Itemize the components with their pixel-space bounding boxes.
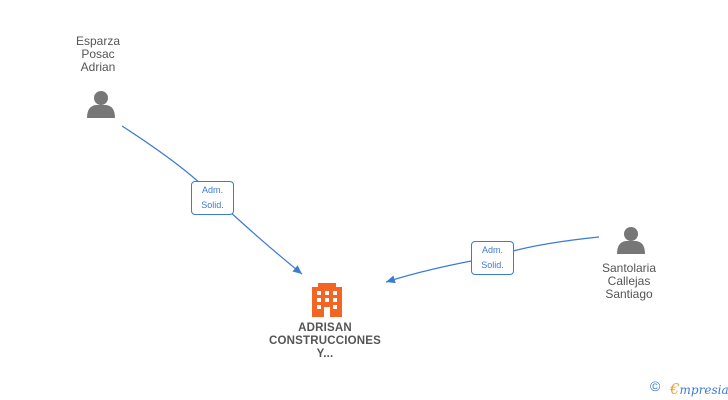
brand-logo: €mpresia	[670, 380, 728, 398]
copyright-icon: ©	[650, 378, 661, 394]
person-name-line: Adrian	[80, 60, 116, 74]
person-name-line: Callejas	[607, 274, 651, 288]
person-icon[interactable]	[617, 227, 645, 254]
brand-logo-text: mpresia	[679, 383, 728, 397]
company-name-line: CONSTRUCCIONES	[268, 335, 382, 347]
relation-line: Adm.	[481, 245, 503, 255]
company-name-line: ADRISAN	[298, 322, 352, 334]
relation-badge-santolaria[interactable]: Adm. Solid.	[471, 241, 514, 275]
person-name-line: Santiago	[605, 287, 653, 301]
relation-line: Solid.	[481, 260, 504, 270]
relation-badge-esparza[interactable]: Adm. Solid.	[191, 181, 234, 215]
company-name-line: Y...	[316, 348, 334, 360]
company-name[interactable]: ADRISAN CONSTRUCCIONES Y...	[250, 322, 400, 361]
person-name-line: Esparza	[75, 34, 121, 48]
person-name-santolaria[interactable]: Santolaria Callejas Santiago	[579, 262, 679, 301]
person-name-line: Santolaria	[601, 261, 657, 275]
building-icon[interactable]	[312, 283, 342, 317]
brand-logo-initial: €	[670, 380, 680, 398]
relation-line: Adm.	[201, 185, 223, 195]
person-name-line: Posac	[81, 47, 115, 61]
person-icon[interactable]	[87, 91, 115, 118]
person-name-esparza[interactable]: Esparza Posac Adrian	[48, 35, 148, 74]
relation-line: Solid.	[201, 200, 224, 210]
